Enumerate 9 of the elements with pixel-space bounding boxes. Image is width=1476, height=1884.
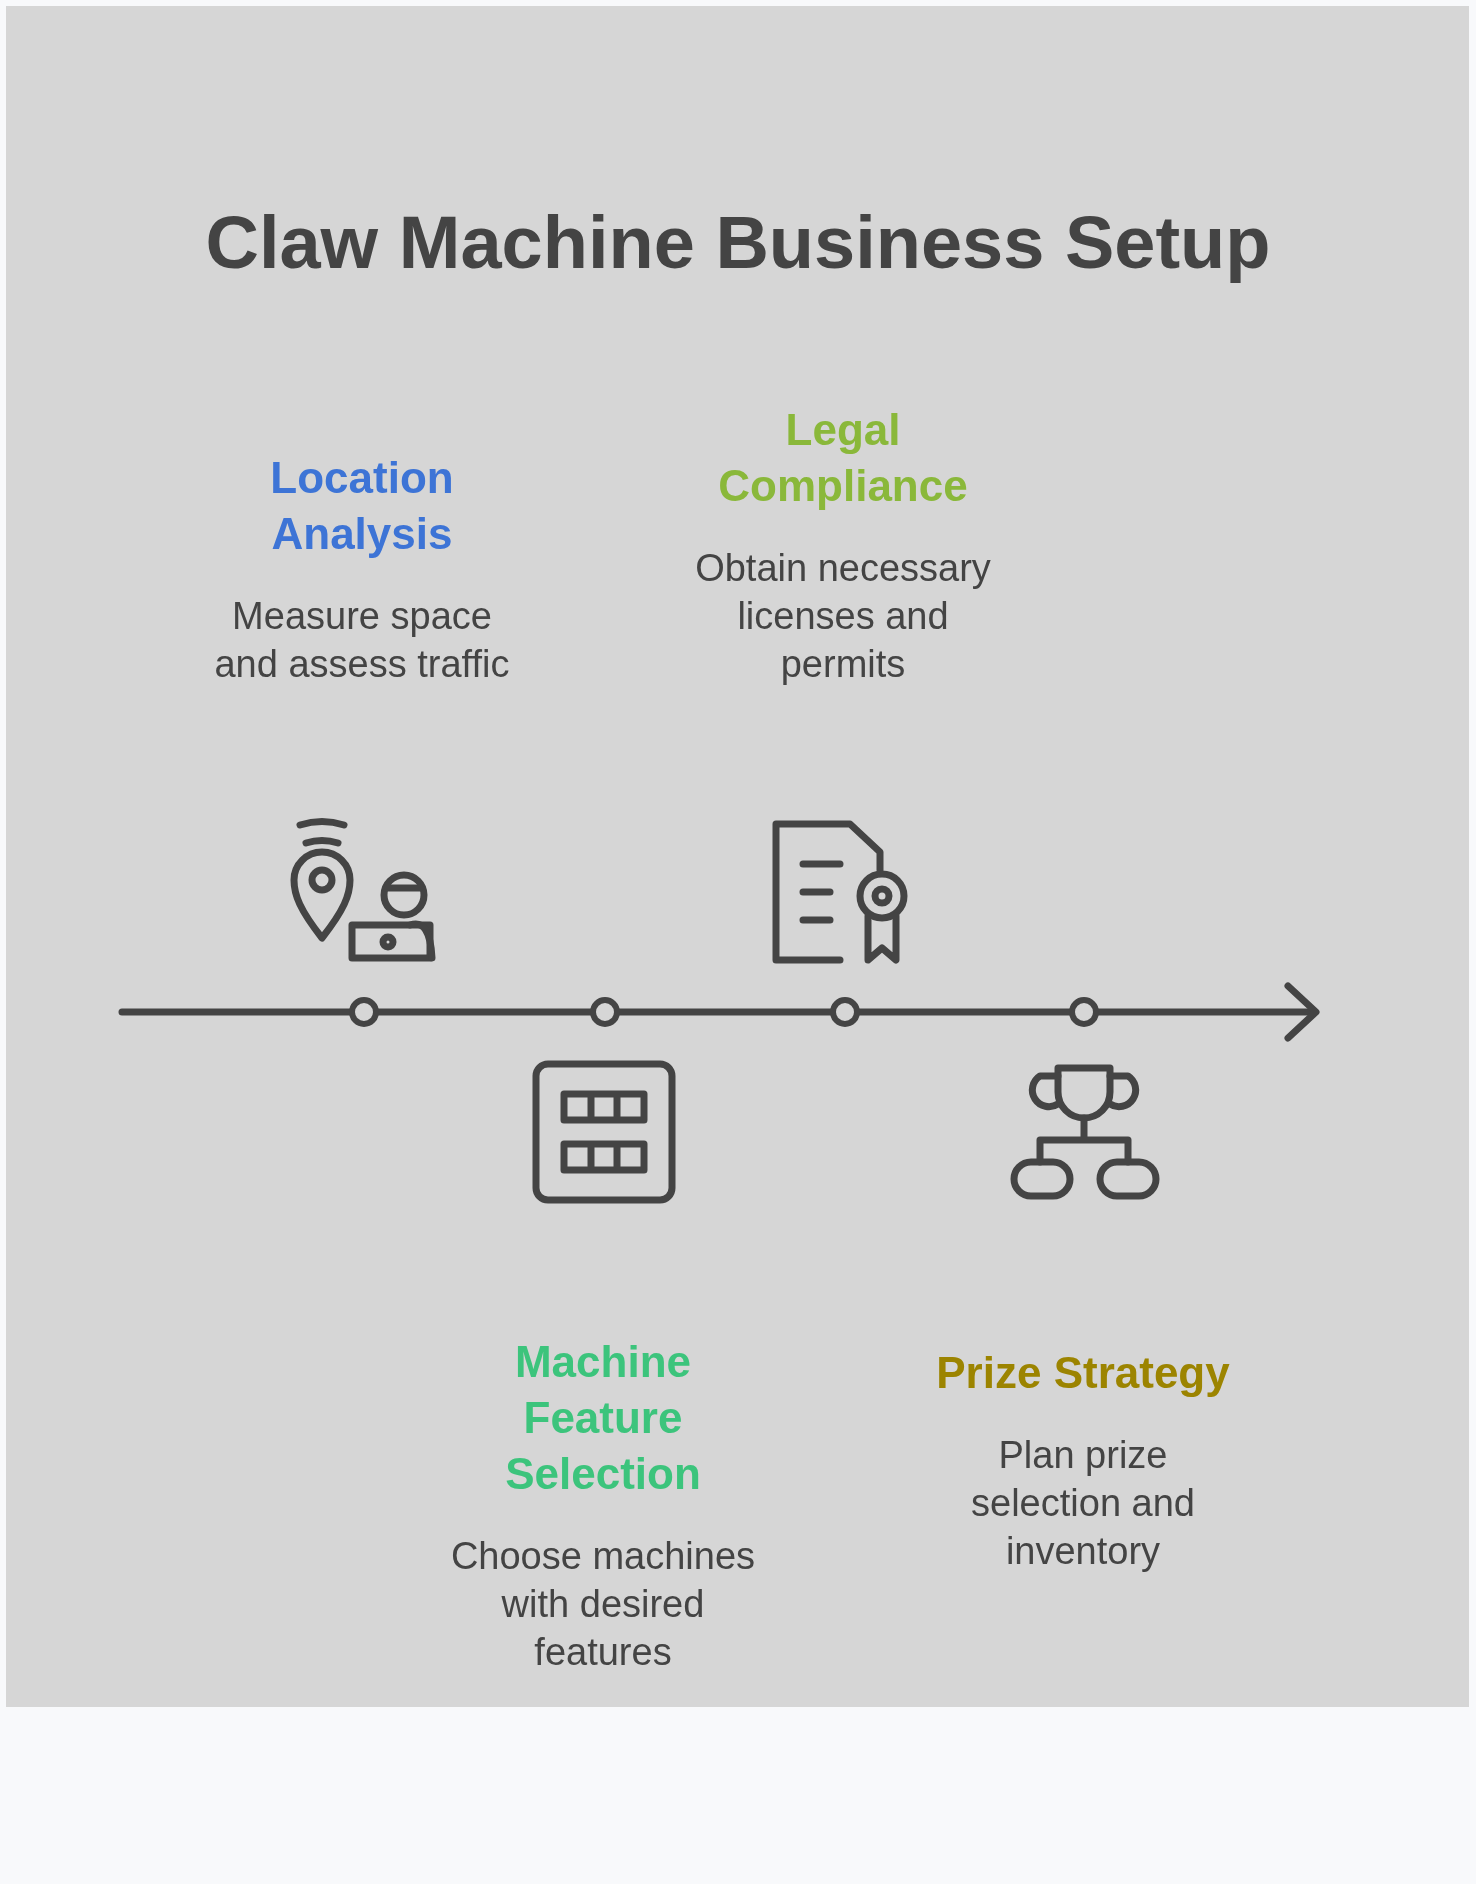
step-description: Plan prize selection and inventory xyxy=(970,1433,1196,1574)
title: Claw Machine Business Setup xyxy=(204,200,1272,285)
step-description: Measure space and assess traffic xyxy=(213,594,511,687)
step-heading: Location Analysis xyxy=(269,452,455,560)
step-description: Obtain necessary licenses and permits xyxy=(694,546,992,687)
step-heading: Legal Compliance xyxy=(717,404,969,512)
step-heading: Machine Feature Selection xyxy=(504,1336,702,1500)
step-heading: Prize Strategy xyxy=(935,1347,1231,1399)
step-description: Choose machines with desired features xyxy=(449,1534,757,1675)
